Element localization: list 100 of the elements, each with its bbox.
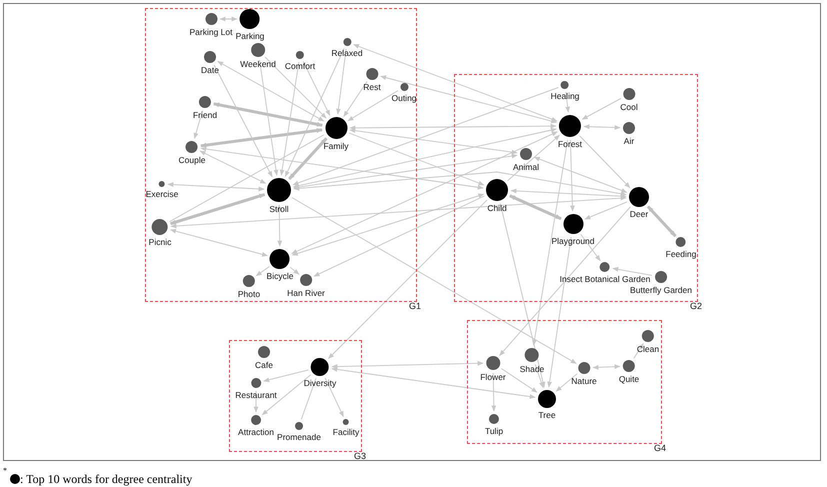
arrow: [633, 343, 644, 359]
arrow: [213, 102, 323, 127]
arrow: [291, 131, 558, 254]
node-label: Family: [323, 141, 349, 151]
arrow: [292, 197, 577, 364]
word-node: [284, 51, 316, 71]
group-label: G4: [654, 443, 666, 453]
node-label: Attraction: [238, 427, 274, 437]
arrow: [500, 368, 538, 393]
arrow: [170, 228, 268, 257]
arrow: [314, 196, 485, 277]
arrow: [170, 196, 627, 228]
arrow: [292, 86, 559, 186]
word-node: [620, 88, 638, 112]
arrow: [532, 139, 568, 346]
node-label: Tree: [538, 410, 556, 420]
node-label: Feeding: [666, 249, 696, 259]
word-node: [484, 414, 504, 436]
arrow: [579, 136, 630, 188]
arrow: [293, 172, 627, 196]
word-node: [636, 330, 660, 354]
word-node: [513, 148, 539, 172]
node-label: Air: [624, 136, 634, 146]
node-label: Promenade: [277, 432, 321, 442]
word-node: [558, 115, 582, 149]
word-node: [550, 81, 580, 101]
arrow: [284, 48, 345, 177]
node-label: Han River: [287, 288, 325, 298]
arrow: [219, 16, 238, 22]
node-label: Relaxed: [331, 48, 363, 58]
arrow: [347, 90, 398, 122]
arrow: [256, 266, 270, 276]
arrow: [276, 204, 282, 247]
arrow: [580, 234, 601, 262]
arrow: [200, 146, 484, 190]
node-label: Nature: [571, 376, 597, 386]
word-node: [178, 141, 206, 165]
word-node: [480, 356, 506, 382]
arrow: [200, 128, 323, 148]
arrow: [290, 266, 300, 275]
group-label: G3: [354, 451, 366, 461]
arrow: [612, 266, 653, 276]
arrow: [500, 203, 546, 388]
word-node: [629, 187, 649, 219]
word-node: [486, 179, 508, 213]
arrow: [348, 132, 484, 186]
word-node: [240, 43, 276, 69]
arrow: [331, 367, 536, 399]
word-node: [571, 362, 597, 386]
word-node: [552, 214, 594, 246]
word-node: [148, 219, 172, 247]
word-node: [323, 117, 349, 151]
node-label: Stroll: [269, 204, 289, 214]
arrow: [217, 60, 324, 122]
word-node: [238, 275, 260, 299]
arrow: [280, 61, 300, 176]
word-node: [666, 237, 696, 259]
word-node: [267, 178, 291, 214]
legend-text: : Top 10 words for degree centrality: [20, 472, 192, 487]
node-label: Restaurant: [235, 390, 277, 400]
arrow: [288, 137, 328, 180]
arrow: [302, 60, 330, 116]
arrow: [170, 193, 266, 226]
node-label: Healing: [550, 91, 580, 101]
node-label: Animal: [513, 162, 539, 172]
arrow: [646, 205, 677, 238]
arrow: [349, 128, 518, 154]
arrow: [491, 372, 496, 412]
node-label: Photo: [238, 289, 260, 299]
node-label: Insect Botanical Garden: [560, 274, 650, 284]
word-node: [520, 348, 544, 374]
word-node: [201, 51, 219, 75]
arrow: [583, 124, 621, 130]
word-node: [332, 419, 360, 437]
arrow: [194, 110, 203, 139]
node-label: Parking: [236, 31, 264, 41]
arrow: [570, 140, 575, 212]
arrow: [349, 124, 557, 130]
node-label: Bicycle: [266, 271, 294, 281]
node-label: Deer: [630, 209, 648, 219]
word-node: [538, 390, 556, 420]
arrow: [259, 59, 278, 176]
arrow: [292, 194, 484, 256]
arrow: [592, 364, 621, 370]
node-label: Friend: [192, 110, 218, 120]
group-label: G2: [690, 301, 702, 311]
arrow: [336, 48, 347, 115]
node-label: Child: [487, 203, 507, 213]
node-label: Cool: [620, 102, 638, 112]
arrow: [509, 194, 562, 220]
arrow: [507, 134, 560, 182]
node-label: Flower: [480, 372, 506, 382]
word-node: [192, 96, 218, 120]
arrow: [264, 56, 327, 119]
group-label: G1: [408, 301, 421, 311]
node-label: Playground: [552, 236, 594, 246]
arrow: [565, 91, 570, 113]
arrow: [584, 201, 628, 220]
word-node: [266, 249, 294, 281]
node-label: Couple: [178, 155, 206, 165]
